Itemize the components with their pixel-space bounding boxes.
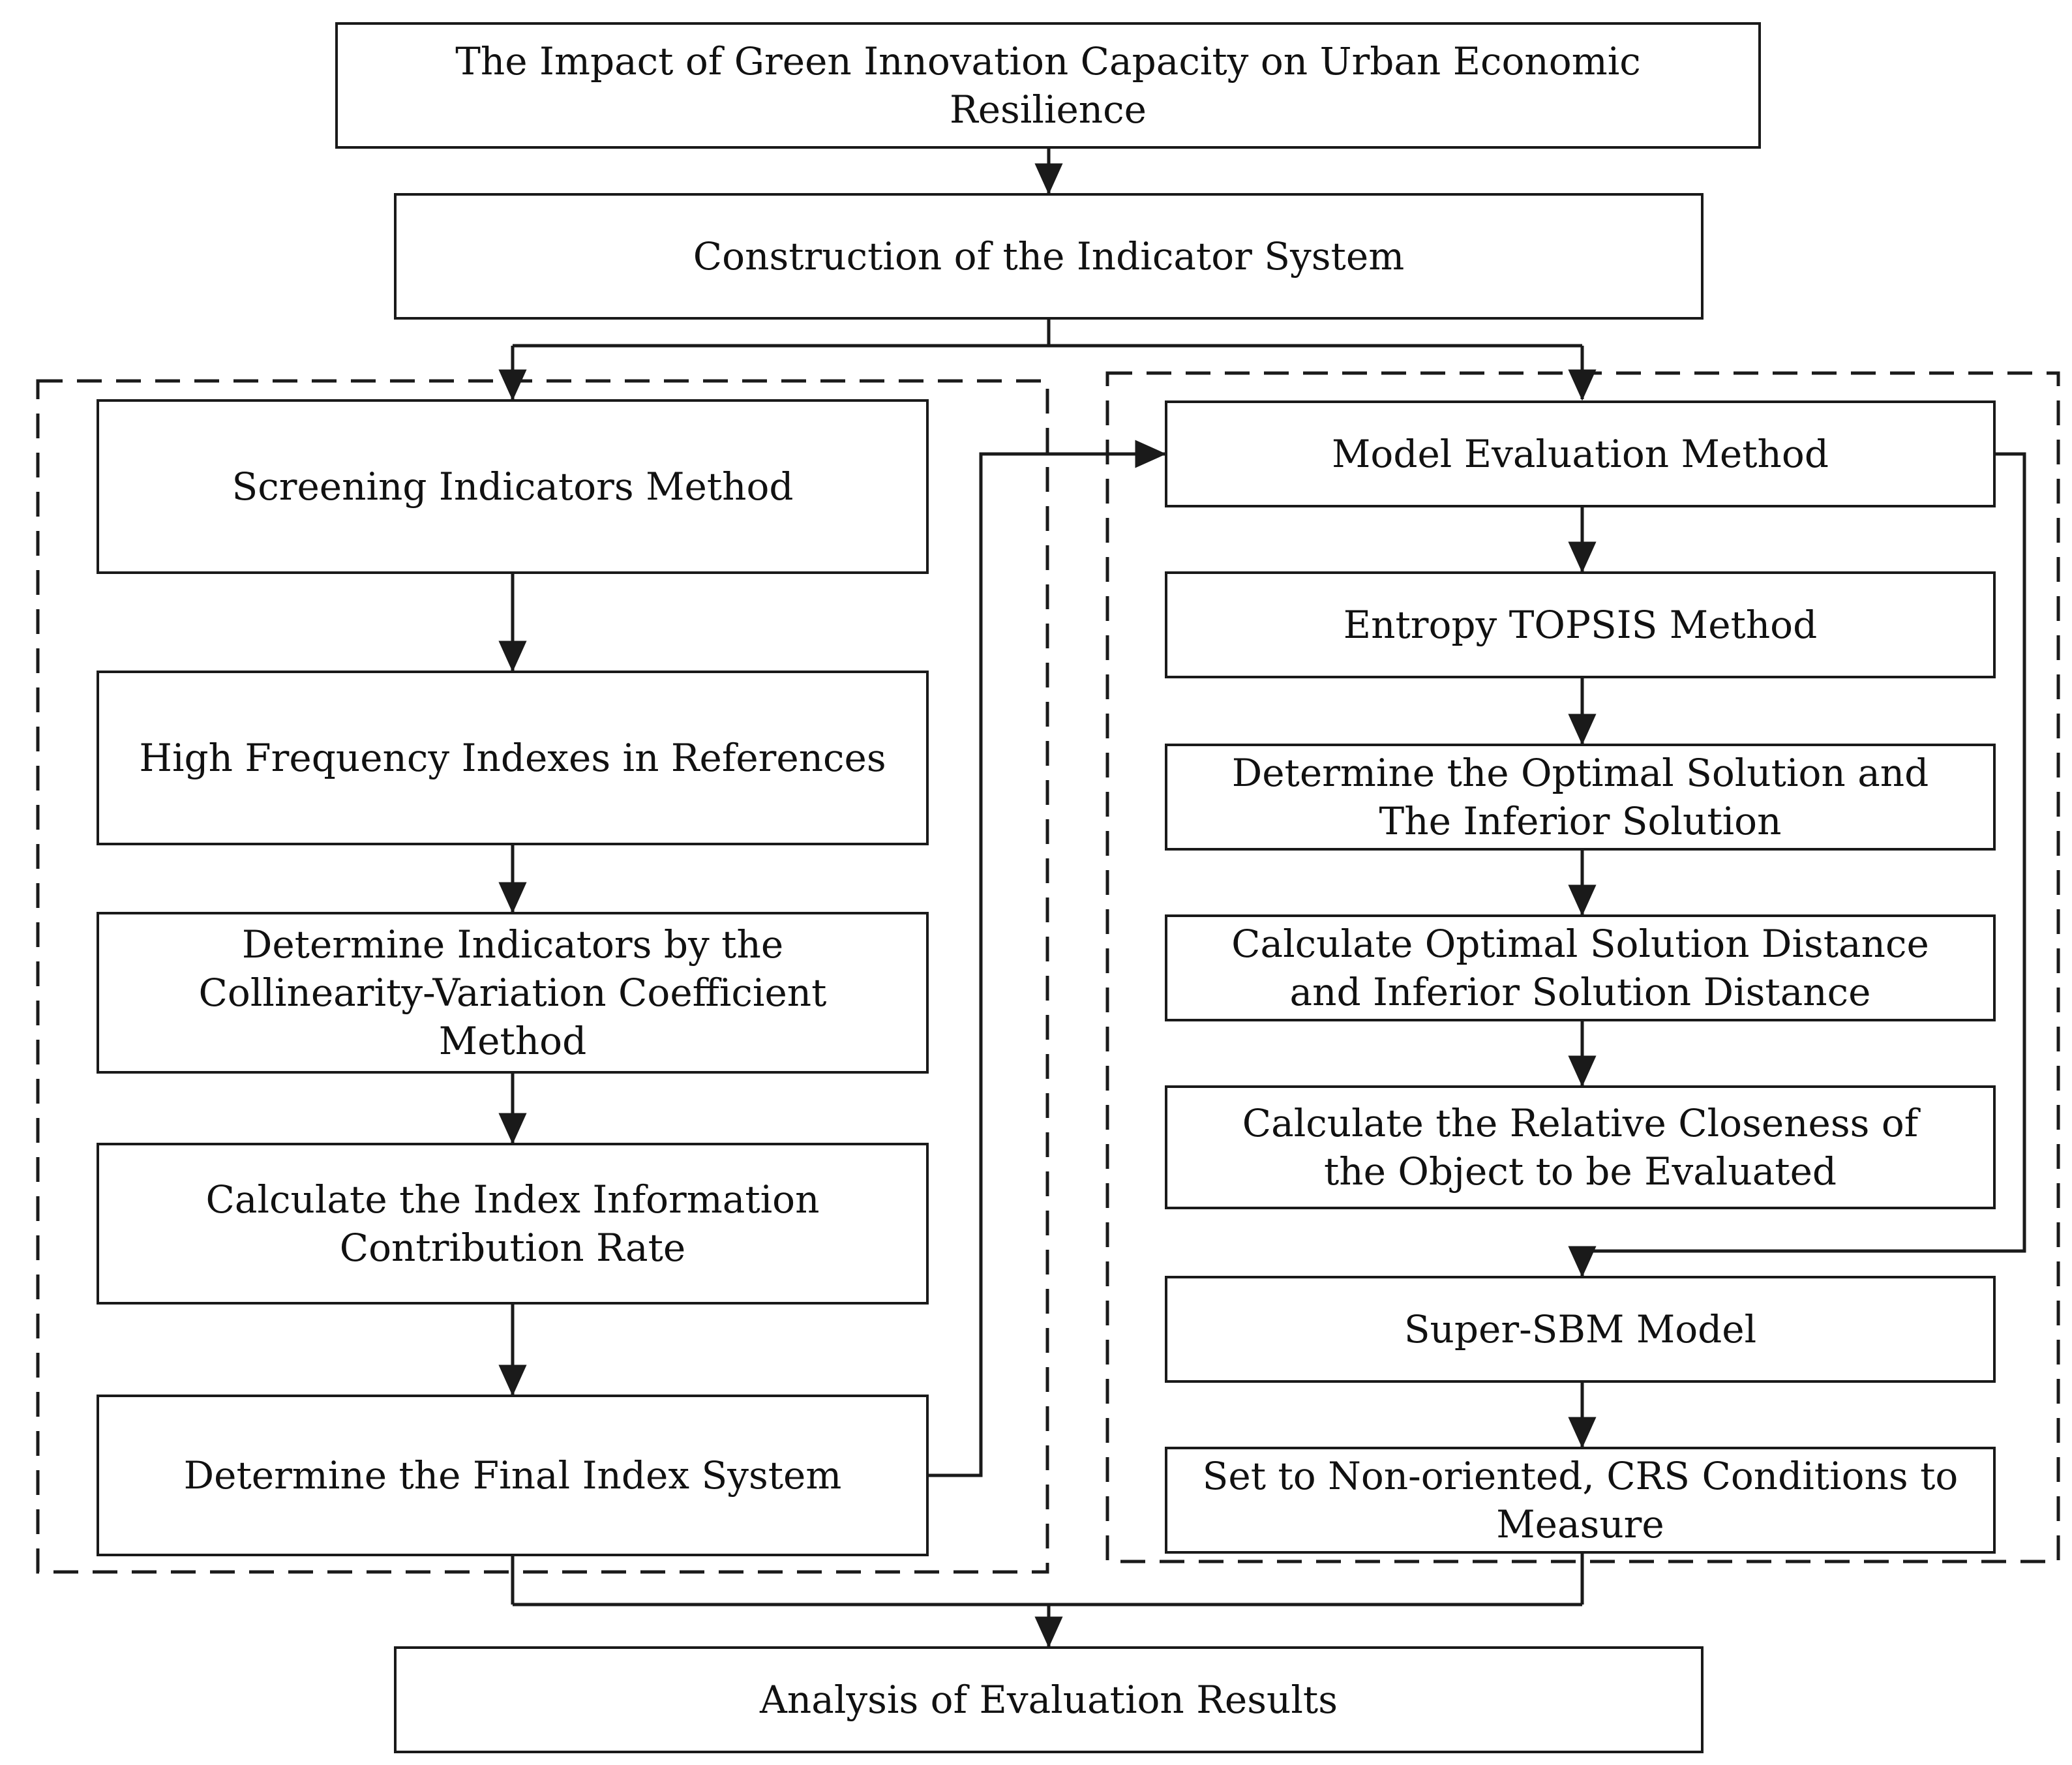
left-step-high-frequency: High Frequency Indexes in References: [97, 671, 929, 845]
title-box: The Impact of Green Innovation Capacity …: [335, 22, 1761, 149]
arrow-index-system-to-model: [929, 440, 1167, 1477]
right-step-label: Entropy TOPSIS Method: [1343, 602, 1818, 647]
left-group-frame: [36, 379, 1049, 1574]
construction-text: Construction of the Indicator System: [693, 234, 1405, 279]
right-step-entropy-topsis: Entropy TOPSIS Method: [1165, 571, 1996, 678]
right-step-model-evaluation: Model Evaluation Method: [1165, 400, 1996, 507]
left-step-screening: Screening Indicators Method: [97, 399, 929, 574]
right-step-label: Calculate the Relative Closeness of the …: [1242, 1100, 1919, 1194]
left-step-collinearity: Determine Indicators by the Collinearity…: [97, 912, 929, 1074]
right-step-super-sbm: Super-SBM Model: [1165, 1276, 1996, 1383]
left-step-label: High Frequency Indexes in References: [139, 735, 886, 780]
left-step-label: Calculate the Index Information Contribu…: [205, 1177, 820, 1270]
right-step-label: Model Evaluation Method: [1332, 431, 1829, 476]
left-step-label: Screening Indicators Method: [232, 464, 794, 509]
left-step-final-index: Determine the Final Index System: [97, 1395, 929, 1556]
final-result-box: Analysis of Evaluation Results: [394, 1646, 1704, 1753]
construction-box: Construction of the Indicator System: [394, 193, 1704, 320]
right-step-optimal-inferior: Determine the Optimal Solution and The I…: [1165, 744, 1996, 851]
right-step-relative-closeness: Calculate the Relative Closeness of the …: [1165, 1085, 1996, 1209]
right-step-non-oriented-crs: Set to Non-oriented, CRS Conditions to M…: [1165, 1447, 1996, 1554]
right-step-distance: Calculate Optimal Solution Distance and …: [1165, 914, 1996, 1021]
left-step-label: Determine Indicators by the Collinearity…: [198, 922, 827, 1064]
right-step-label: Determine the Optimal Solution and The I…: [1231, 750, 1929, 843]
right-step-label: Super-SBM Model: [1404, 1306, 1757, 1351]
left-step-label: Determine the Final Index System: [183, 1453, 842, 1498]
right-step-label: Calculate Optimal Solution Distance and …: [1231, 921, 1929, 1014]
title-text: The Impact of Green Innovation Capacity …: [455, 38, 1641, 132]
arrow-model-to-super-sbm: [1568, 452, 2026, 1278]
left-step-contribution-rate: Calculate the Index Information Contribu…: [97, 1143, 929, 1305]
right-step-label: Set to Non-oriented, CRS Conditions to M…: [1202, 1453, 1959, 1546]
final-result-text: Analysis of Evaluation Results: [760, 1677, 1338, 1722]
